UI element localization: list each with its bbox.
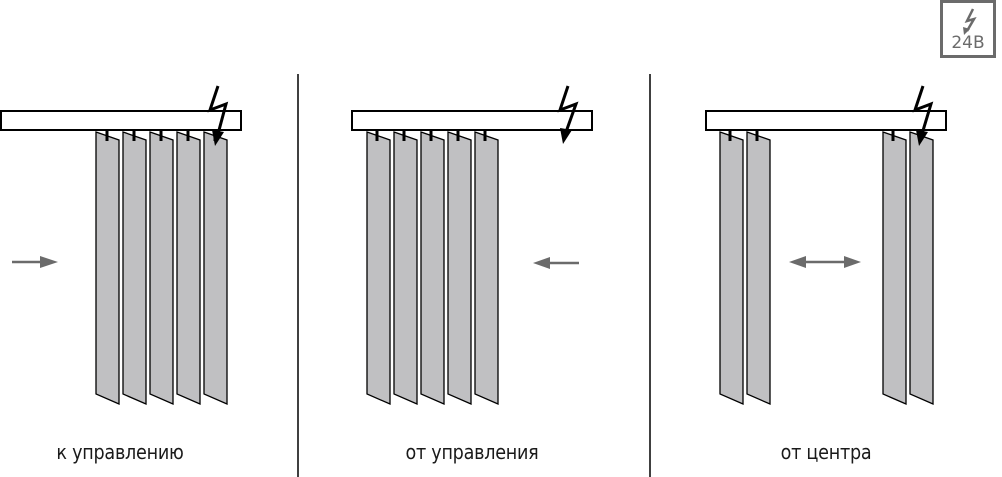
lightning-icon (207, 85, 229, 135)
caption-from-center: от центра (780, 440, 872, 464)
left-arrow-icon (533, 257, 579, 269)
cornice-rail (0, 110, 242, 131)
panel-to-control (0, 85, 242, 405)
voltage-badge: 24В (940, 0, 996, 58)
slats (719, 131, 934, 405)
lightning-icon (963, 8, 977, 35)
right-arrow-icon (12, 256, 58, 268)
double-arrow-icon (789, 256, 861, 268)
caption-to-control: к управлению (56, 440, 184, 464)
voltage-label: 24В (951, 33, 985, 53)
lightning-icon (557, 85, 579, 133)
slats (95, 131, 228, 405)
cornice-rail (705, 110, 947, 131)
panel-from-control (351, 85, 593, 405)
cornice-rail (351, 110, 593, 131)
panel-from-center (705, 85, 947, 405)
lightning-icon (912, 85, 934, 135)
slats (366, 131, 499, 405)
caption-from-control: от управления (405, 440, 539, 464)
